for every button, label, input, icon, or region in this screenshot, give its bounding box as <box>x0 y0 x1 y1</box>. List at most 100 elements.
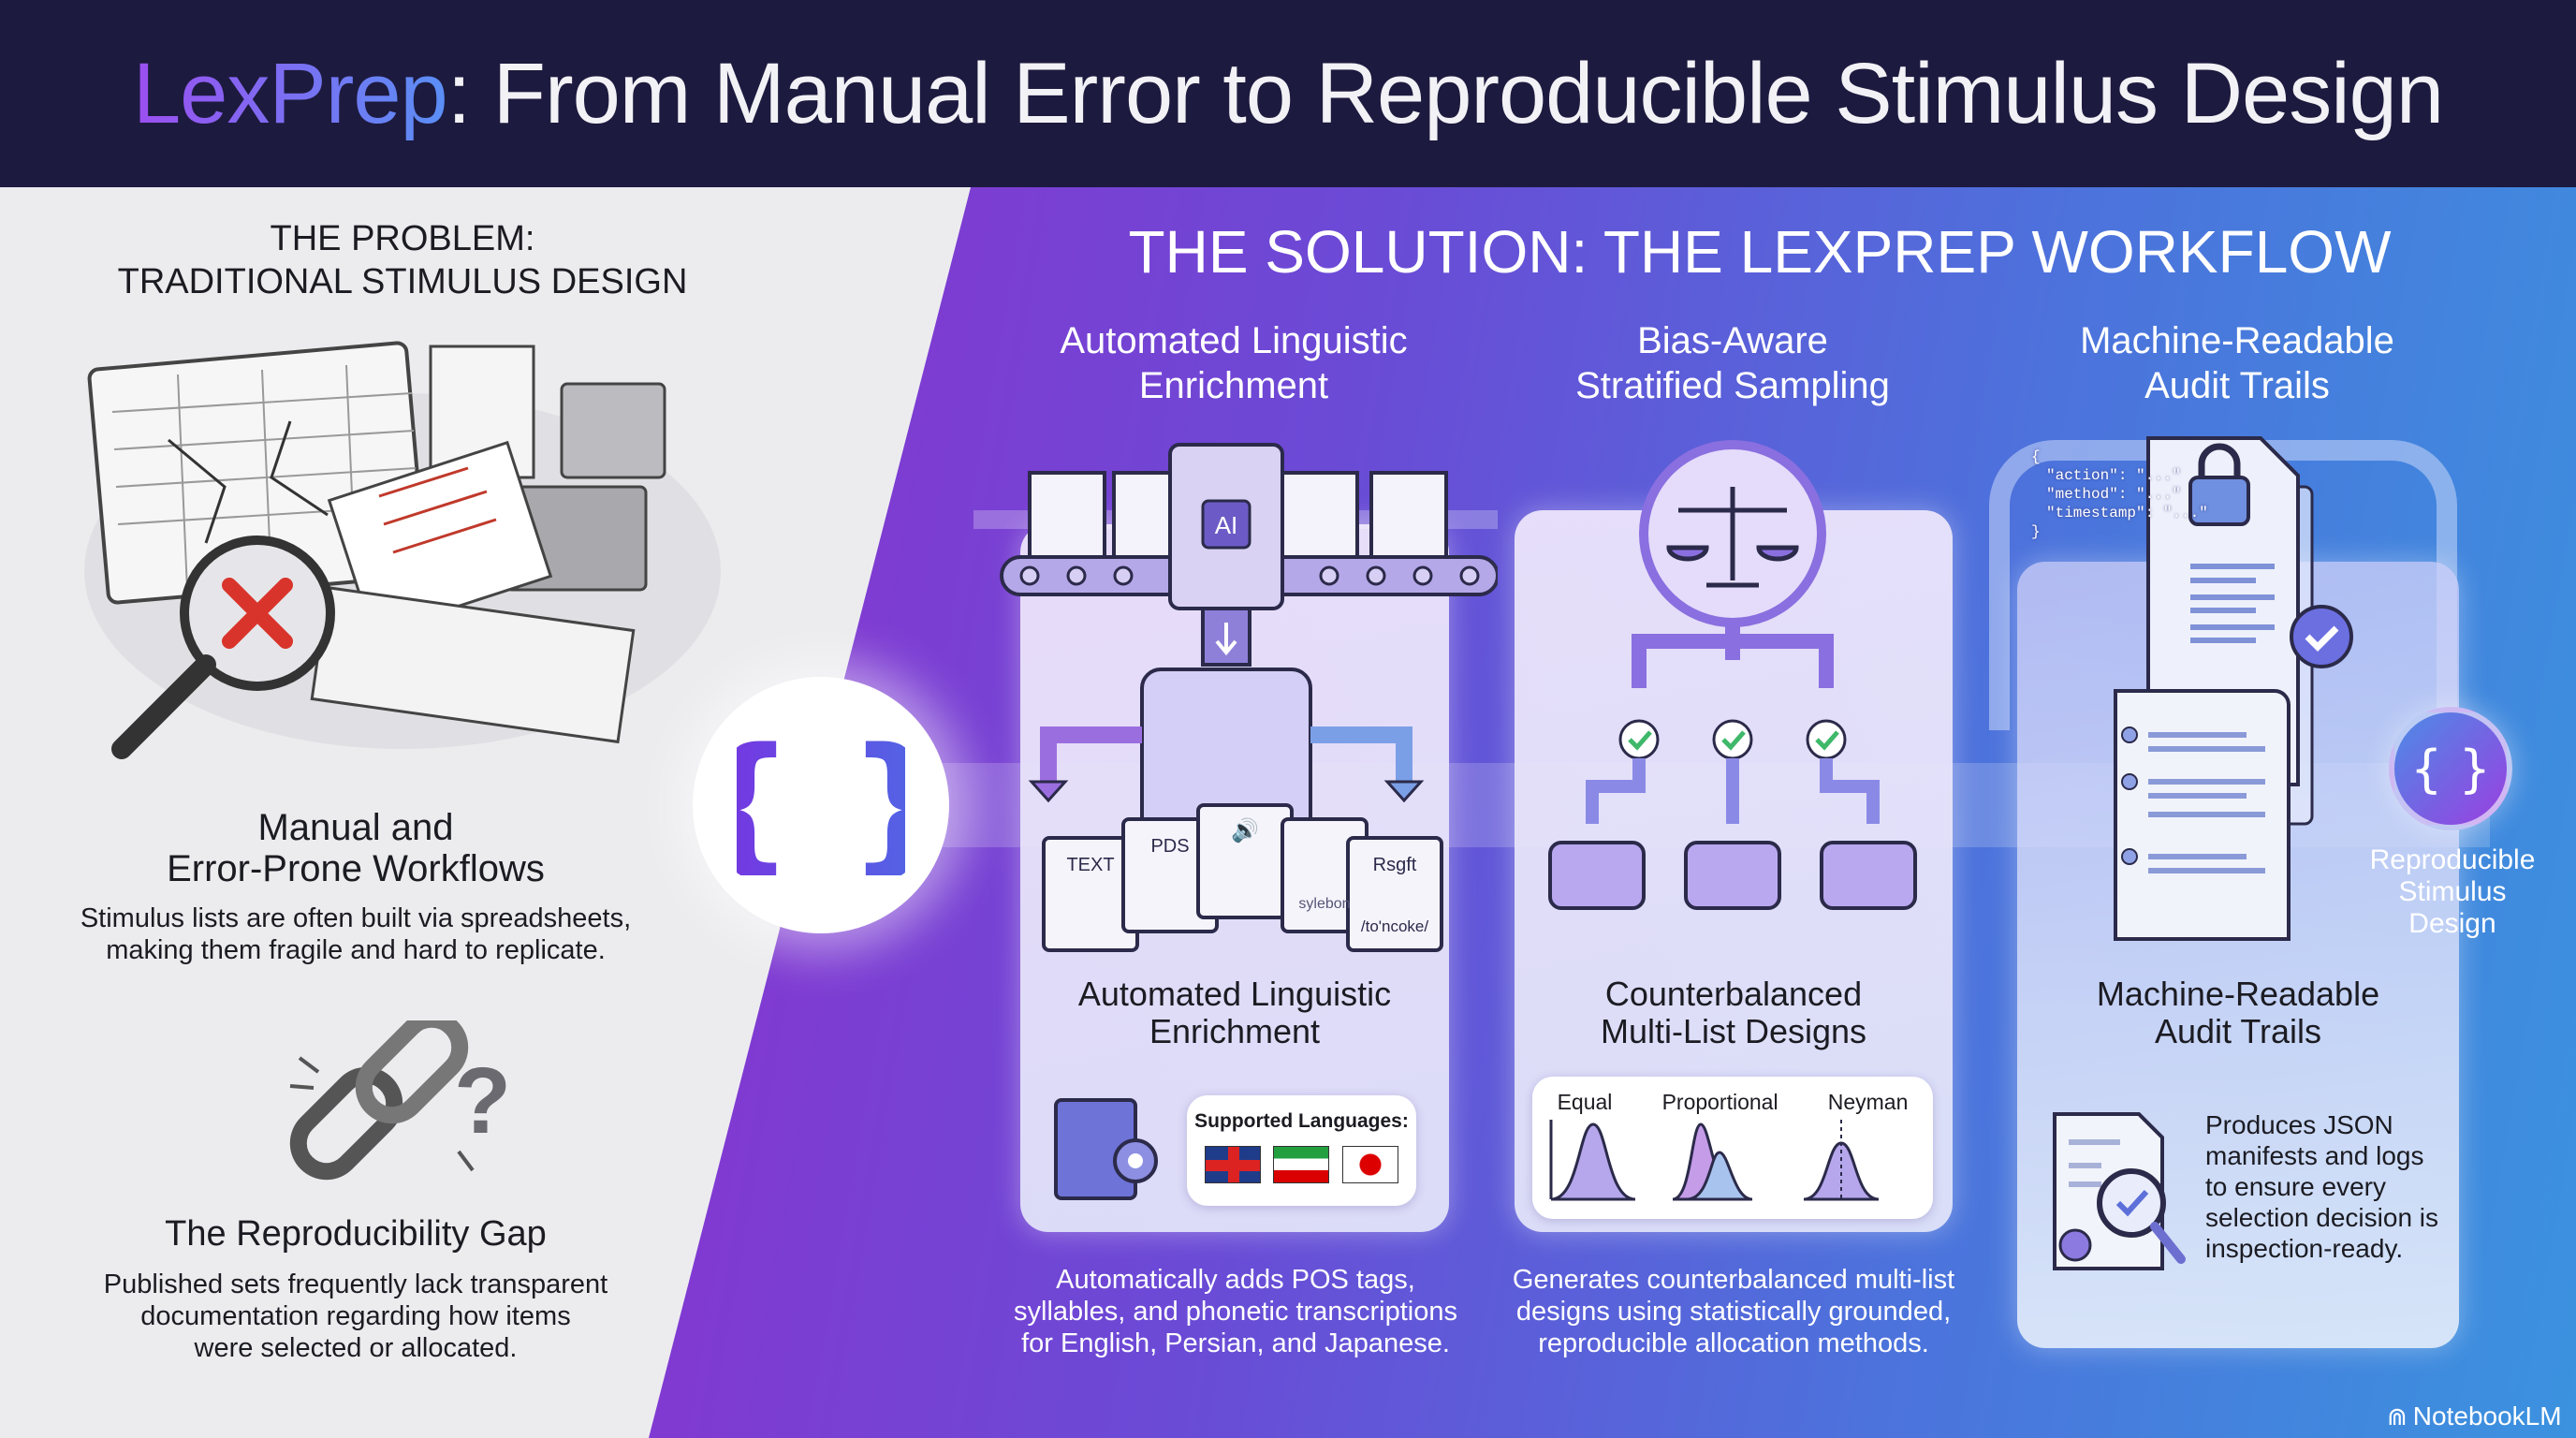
notebooklm-icon: ⋒ <box>2387 1401 2408 1431</box>
notebooklm-text: NotebookLM <box>2412 1401 2562 1431</box>
json-line: } <box>2031 523 2041 540</box>
proportional-curve-b <box>1686 1151 1753 1201</box>
uk-flag-icon <box>1204 1146 1261 1183</box>
check-icons <box>1628 730 1839 751</box>
stratified-sampling-illustration <box>1548 440 1917 910</box>
manual-title-line2: Error-Prone Workflows <box>167 848 545 889</box>
balance-scale-icon <box>1666 487 1799 588</box>
lexprep-braces-logo: { } <box>693 677 949 933</box>
output-line3: Design <box>2408 908 2496 939</box>
json-snippet: { "action": "..." "method": "..." "times… <box>2031 448 2208 541</box>
reproducibility-gap-desc: Published sets frequently lack transpare… <box>56 1269 655 1364</box>
manual-workflows-desc: Stimulus lists are often built via sprea… <box>37 902 674 966</box>
manual-desc-line1: Stimulus lists are often built via sprea… <box>80 903 632 933</box>
col1-head-line2: Enrichment <box>1138 365 1329 406</box>
page-title: LexPrep: From Manual Error to Reproducib… <box>133 45 2444 143</box>
lock-icon <box>2188 476 2250 526</box>
output-line2: Stimulus <box>2398 876 2507 907</box>
reproducibility-gap-title: The Reproducibility Gap <box>165 1214 547 1254</box>
enrichment-title-line1: Automated Linguistic <box>1077 975 1392 1013</box>
gap-desc-line1: Published sets frequently lack transpare… <box>103 1269 608 1299</box>
audit-desc-line: to ensure every <box>2205 1172 2386 1201</box>
reproducible-output-icon: { } <box>2389 707 2512 830</box>
document-magnifier-check-icon <box>2053 1112 2186 1270</box>
gap-desc-line2: documentation regarding how items <box>140 1301 571 1331</box>
method-neyman: Neyman <box>1827 1090 1909 1114</box>
solution-heading: THE SOLUTION: THE LEXPREP WORKFLOW <box>1128 218 2392 286</box>
sampling-desc-line3: reproducible allocation methods. <box>1538 1328 1929 1358</box>
audit-documents-illustration <box>2114 436 2353 941</box>
doc-label-pds: PDS <box>1150 836 1189 857</box>
method-equal: Equal <box>1557 1090 1613 1114</box>
ai-chip-icon <box>1201 499 1251 550</box>
equal-curve <box>1550 1123 1636 1201</box>
audit-title-line2: Audit Trails <box>2154 1012 2322 1050</box>
svg-text:{ }: { } <box>737 735 905 875</box>
doc-label-syllables: sylebon <box>1298 896 1350 912</box>
gap-desc-line3: were selected or allocated. <box>194 1333 518 1363</box>
enrichment-title-line2: Enrichment <box>1149 1012 1321 1050</box>
manual-title-line1: Manual and <box>257 807 454 848</box>
notebooklm-logo: ⋒NotebookLM <box>2387 1401 2562 1431</box>
col1-head-line1: Automated Linguistic <box>1060 320 1408 361</box>
doc-label-ipa: /to'ncoke/ <box>1361 917 1429 935</box>
enrichment-desc-line1: Automatically adds POS tags, <box>1056 1265 1415 1295</box>
enrichment-desc-line2: syllables, and phonetic transcriptions <box>1014 1297 1457 1327</box>
json-line: "method": "..." <box>2046 486 2182 503</box>
problem-heading-line2: TRADITIONAL STIMULUS DESIGN <box>117 262 688 301</box>
audit-title-line1: Machine-Readable <box>2096 975 2380 1013</box>
audit-desc: Produces JSON manifests and logs to ensu… <box>2205 1109 2449 1264</box>
enrichment-machine-illustration: AI TEXT PDS 🔊 sylebon Rsgft /to'ncoke/ <box>973 443 1498 952</box>
svg-text:?: ? <box>454 1049 511 1153</box>
check-badge-icon <box>2305 625 2339 652</box>
supported-languages-bubble: Supported Languages: <box>1187 1095 1416 1206</box>
problem-heading-line1: THE PROBLEM: <box>270 219 535 258</box>
ai-chip-label: AI <box>1215 511 1238 539</box>
brand-name: LexPrep <box>133 45 448 141</box>
col3-head-line2: Audit Trails <box>2144 365 2330 406</box>
broken-chain-icon: ? <box>289 1020 511 1181</box>
json-line: "timestamp": "..." <box>2046 505 2208 521</box>
doc-label-pos: Rsgft <box>1373 855 1417 875</box>
audit-desc-line: selection decision is <box>2205 1203 2439 1232</box>
curly-braces-icon: { } <box>737 735 905 875</box>
method-proportional: Proportional <box>1661 1090 1778 1114</box>
speaker-icon: 🔊 <box>1231 816 1259 844</box>
messy-spreadsheets-illustration <box>84 341 721 759</box>
json-line: { <box>2031 448 2041 465</box>
sampling-desc-line1: Generates counterbalanced multi-list <box>1512 1265 1955 1295</box>
book-gear-icon <box>1054 1098 1158 1200</box>
enrichment-desc-line3: for English, Persian, and Japanese. <box>1021 1328 1450 1358</box>
distribution-curves <box>1549 1120 1880 1201</box>
manual-workflows-title: Manual and Error-Prone Workflows <box>122 807 590 889</box>
enrichment-desc: Automatically adds POS tags,syllables, a… <box>1002 1264 1470 1359</box>
sampling-title-line1: Counterbalanced <box>1604 975 1863 1013</box>
header: LexPrep: From Manual Error to Reproducib… <box>0 0 2576 187</box>
japan-flag-icon <box>1342 1146 1399 1183</box>
output-line1: Reproducible <box>2369 844 2536 875</box>
iran-flag-icon <box>1273 1146 1330 1183</box>
audit-desc-line: manifests and logs <box>2205 1141 2424 1170</box>
col3-head-line1: Machine-Readable <box>2080 320 2394 361</box>
manual-desc-line2: making them fragile and hard to replicat… <box>106 935 606 965</box>
audit-desc-line: inspection-ready. <box>2205 1234 2404 1263</box>
languages-label: Supported Languages: <box>1194 1110 1409 1132</box>
audit-desc-line: Produces JSON <box>2205 1110 2393 1139</box>
sampling-desc-line2: designs using statistically grounded, <box>1515 1297 1952 1327</box>
json-line: "action": "..." <box>2046 467 2182 484</box>
allocation-methods-bubble: Equal Proportional Neyman <box>1532 1077 1933 1219</box>
reproducible-output-label: Reproducible Stimulus Design <box>2340 844 2565 940</box>
sampling-title-line2: Multi-List Designs <box>1600 1012 1867 1050</box>
title-text: : From Manual Error to Reproducible Stim… <box>446 45 2444 141</box>
col2-head-line2: Stratified Sampling <box>1575 365 1890 406</box>
problem-heading: THE PROBLEM: TRADITIONAL STIMULUS DESIGN <box>94 217 711 303</box>
col2-head-line1: Bias-Aware <box>1637 320 1828 361</box>
doc-label-text: TEXT <box>1066 855 1114 875</box>
